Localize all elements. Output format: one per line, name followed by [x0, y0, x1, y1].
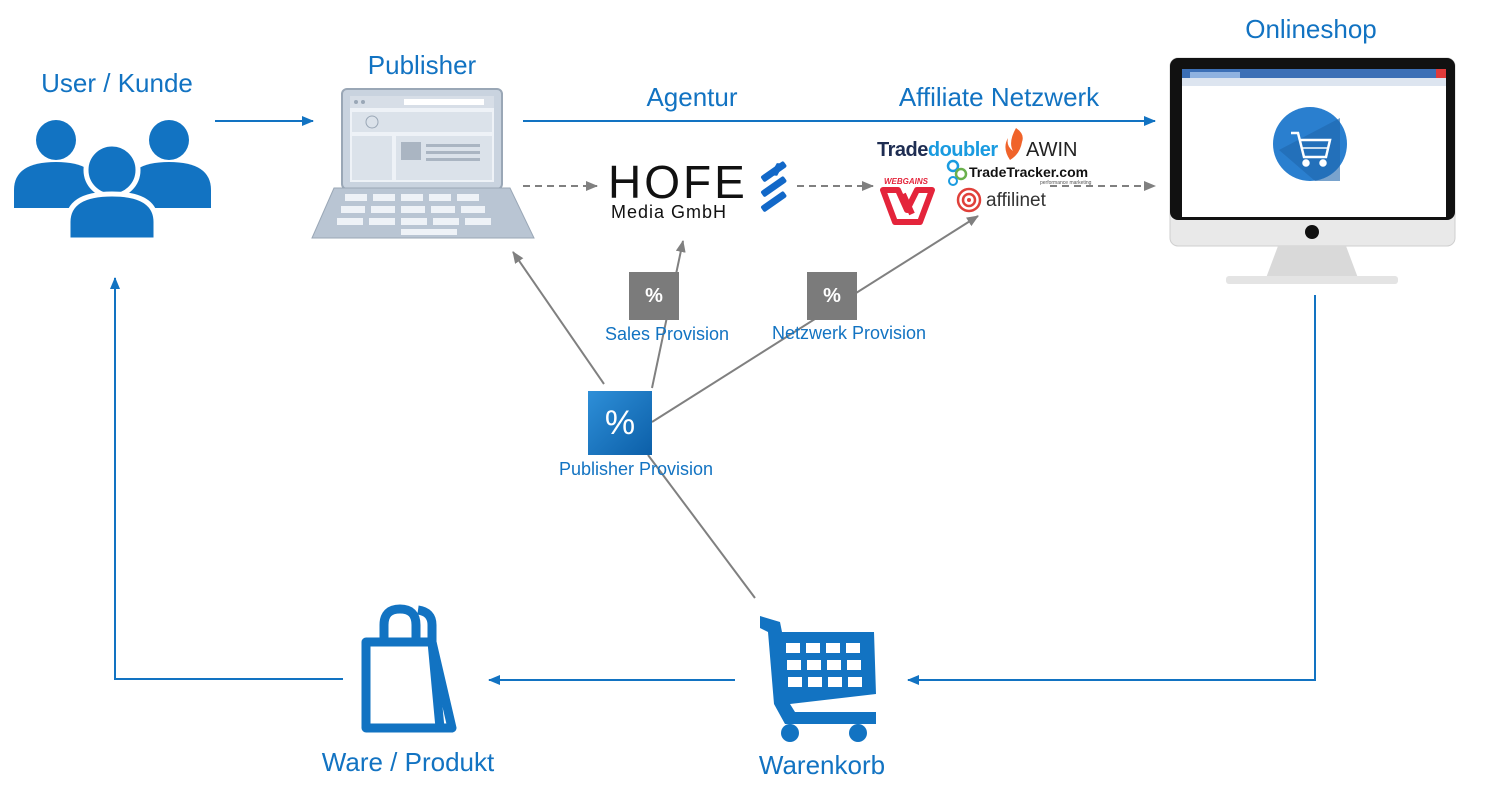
publisher-percent-badge: %	[588, 391, 652, 455]
commission-arrow-to-publisher	[512, 251, 605, 385]
ware-produkt-label: Ware / Produkt	[321, 747, 495, 777]
awin-flame-icon	[1005, 128, 1023, 160]
tradetracker-bubbles-icon	[946, 159, 968, 186]
monitor-camera-icon	[1305, 225, 1319, 239]
svg-text:AWIN: AWIN	[1026, 139, 1077, 161]
svg-text:HOFE: HOFE	[608, 156, 748, 208]
arrow-onlineshop-to-warenkorb	[907, 295, 1316, 685]
monitor-icon	[1169, 57, 1456, 284]
shopping-bag-icon	[361, 604, 457, 733]
netzwerk-provision-label: Netzwerk Provision	[771, 323, 927, 343]
laptop-icon	[311, 88, 535, 239]
svg-text:TradeTracker.com: TradeTracker.com	[969, 164, 1088, 180]
affilinet-target-icon	[956, 187, 982, 213]
svg-text:affilinet: affilinet	[986, 190, 1047, 211]
warenkorb-label: Warenkorb	[758, 750, 886, 780]
svg-text:Tradedoubler: Tradedoubler	[877, 139, 998, 161]
users-group-icon	[14, 120, 211, 243]
affiliate-netzwerk-label: Affiliate Netzwerk	[898, 82, 1100, 112]
commission-line-warenkorb	[647, 454, 756, 599]
svg-text:WEBGAINS: WEBGAINS	[884, 177, 929, 186]
arrow-ware-to-user	[110, 277, 343, 680]
publisher-provision-label: Publisher Provision	[558, 459, 714, 479]
svg-text:performance marketing: performance marketing	[1040, 180, 1092, 186]
network-logos: Tradedoubler AWIN TradeTracker.com perfo…	[877, 128, 1092, 225]
user-kunde-label: User / Kunde	[41, 68, 193, 98]
sales-percent-badge: %	[629, 272, 679, 320]
webgains-logo-icon	[880, 187, 935, 225]
agentur-label: Agentur	[646, 82, 738, 112]
network-percent-badge: %	[807, 272, 857, 320]
publisher-label: Publisher	[367, 50, 477, 80]
onlineshop-label: Onlineshop	[1245, 14, 1377, 44]
sales-provision-label: Sales Provision	[604, 324, 730, 344]
hofe-logo: HOFE Media GmbH	[608, 156, 787, 222]
shop-cart-icon	[1291, 131, 1332, 167]
svg-text:Media GmbH: Media GmbH	[611, 202, 727, 222]
shopping-cart-icon	[760, 616, 876, 742]
